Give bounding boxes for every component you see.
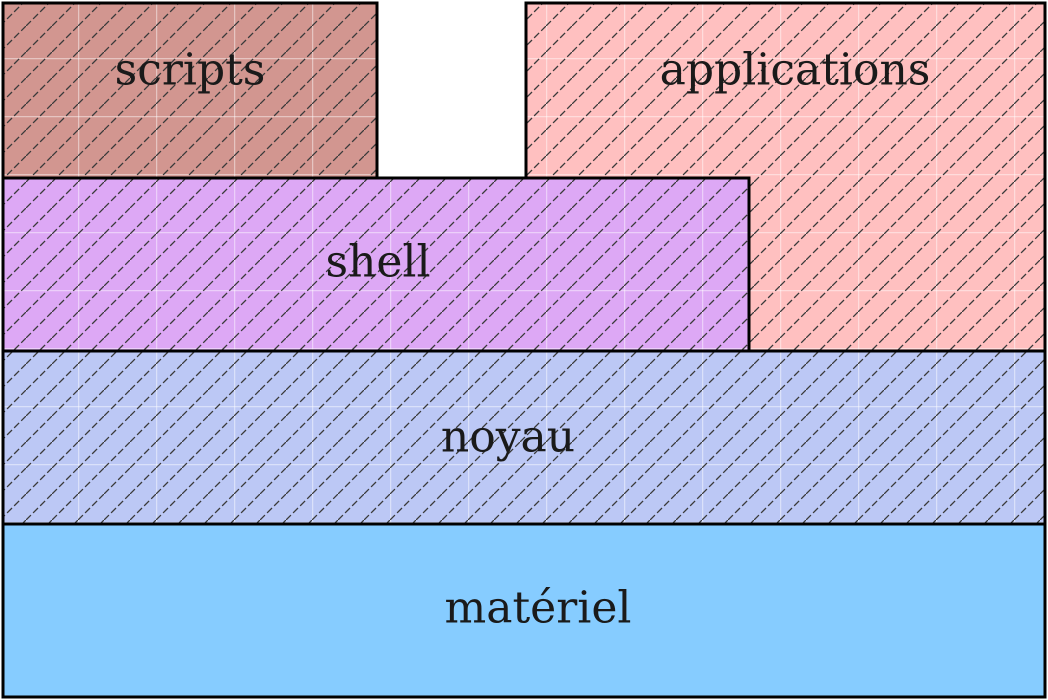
applications-hatch: [526, 3, 1045, 351]
layer-shell: shell: [1, 176, 751, 353]
noyau-hatch: [3, 351, 1045, 524]
layer-materiel: matériel: [1, 522, 1047, 699]
shell-hatch: [3, 178, 749, 351]
materiel-fill: [3, 524, 1045, 697]
shell-label: shell: [325, 237, 430, 288]
scripts-hatch: [3, 3, 377, 178]
layer-noyau: noyau: [1, 349, 1047, 526]
layer-scripts: scripts: [1, 1, 379, 180]
noyau-label: noyau: [441, 412, 575, 463]
layer-applications: applications: [524, 1, 1047, 353]
materiel-outline: [1, 522, 1047, 699]
scripts-label: scripts: [115, 45, 266, 96]
materiel-label: matériel: [445, 583, 632, 634]
applications-label: applications: [660, 45, 931, 96]
